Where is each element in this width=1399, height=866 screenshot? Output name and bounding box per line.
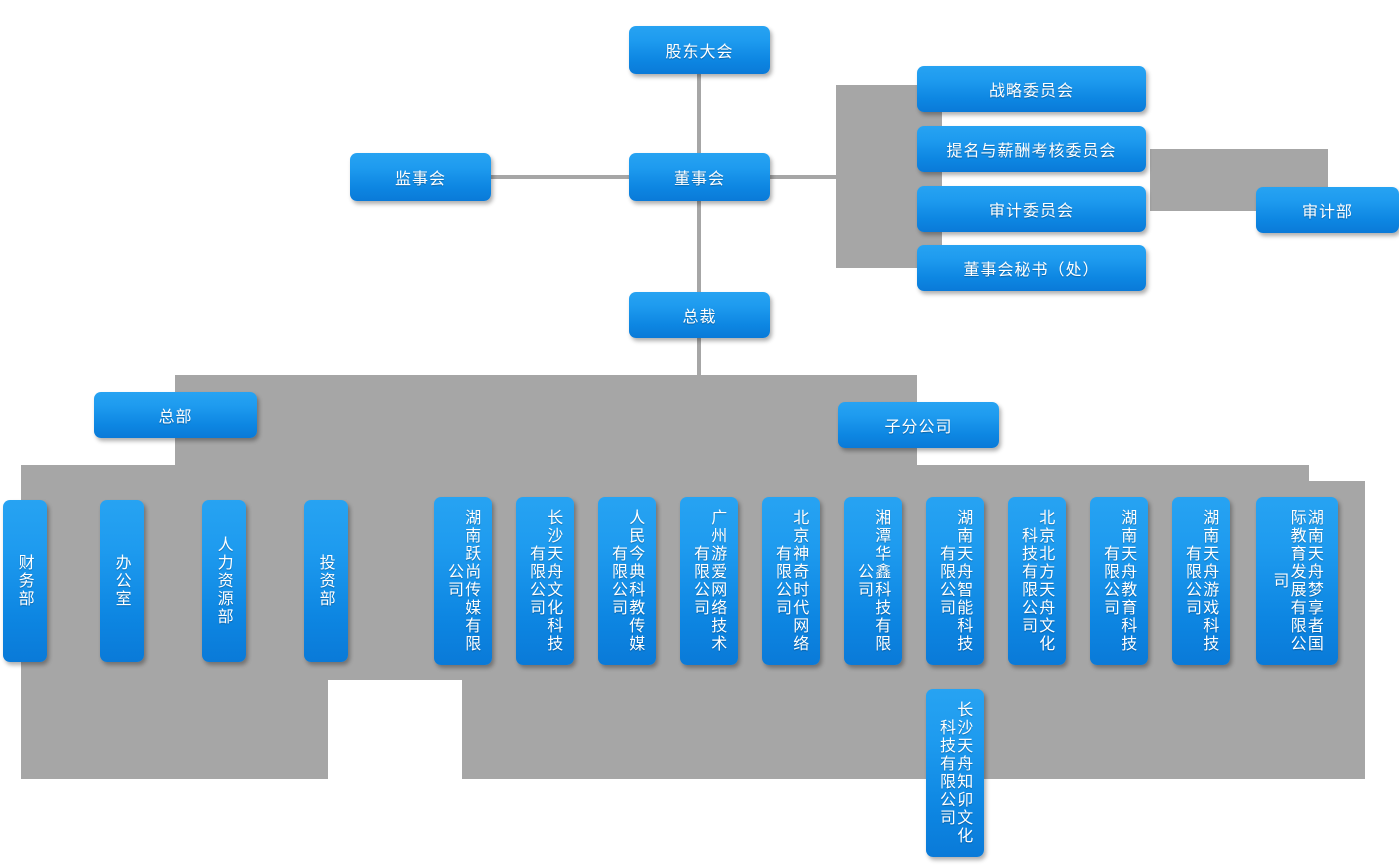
node-label: 总裁 — [682, 307, 717, 326]
node-label: 湘潭华鑫科技有限公司 — [855, 509, 892, 653]
node-subsidiary-renmin-jindian-media[interactable]: 人民今典科教传媒有限公司 — [598, 497, 656, 665]
committee-spine-shape — [836, 85, 942, 268]
node-board-secretary-office[interactable]: 董事会秘书（处） — [917, 245, 1146, 291]
node-label: 提名与薪酬考核委员会 — [946, 141, 1117, 160]
node-subsidiary-hunan-tianzhou-game-tech[interactable]: 湖南天舟游戏科技有限公司 — [1172, 497, 1230, 665]
node-label: 长沙天舟知卯文化科技有限公司 — [937, 701, 974, 845]
node-subsidiary-hunan-tianzhou-mengxiangzhe-intl-education[interactable]: 湖南天舟梦享者国际教育发展有限公司 — [1256, 497, 1338, 665]
node-headquarters[interactable]: 总部 — [94, 392, 257, 438]
node-label: 湖南天舟梦享者国际教育发展有限公司 — [1270, 509, 1324, 653]
departments-band-notch — [328, 680, 462, 782]
node-label: 股东大会 — [665, 42, 734, 61]
node-committee-nomination-compensation[interactable]: 提名与薪酬考核委员会 — [917, 126, 1146, 172]
node-label: 办公室 — [112, 554, 132, 608]
node-committee-audit[interactable]: 审计委员会 — [917, 186, 1146, 232]
node-dept-human-resources[interactable]: 人力资源部 — [202, 500, 246, 662]
node-subsidiary-guangzhou-youai-network[interactable]: 广州游爱网络技术有限公司 — [680, 497, 738, 665]
connector-board-to-committees — [769, 175, 839, 179]
connector-president-to-groups — [697, 338, 701, 378]
node-label: 子分公司 — [884, 417, 953, 436]
node-dept-investment[interactable]: 投资部 — [304, 500, 348, 662]
node-label: 北京北方天舟文化科技有限公司 — [1019, 509, 1056, 653]
node-label: 人民今典科教传媒有限公司 — [609, 509, 646, 653]
node-shareholders-meeting[interactable]: 股东大会 — [629, 26, 770, 74]
node-label: 湖南天舟游戏科技有限公司 — [1183, 509, 1220, 653]
node-label: 董事会秘书（处） — [963, 260, 1100, 279]
node-dept-finance[interactable]: 财务部 — [3, 500, 47, 662]
node-subsidiary-hunan-yueshang-media[interactable]: 湖南跃尚传媒有限公司 — [434, 497, 492, 665]
node-label: 湖南天舟教育科技有限公司 — [1101, 509, 1138, 653]
node-label: 湖南跃尚传媒有限公司 — [445, 509, 482, 653]
node-label: 总部 — [158, 407, 193, 426]
node-subsidiary-hunan-tianzhou-intelligent-tech[interactable]: 湖南天舟智能科技有限公司 — [926, 497, 984, 665]
connector-shareholders-to-board — [697, 74, 701, 177]
node-label: 董事会 — [673, 169, 725, 188]
node-board-of-supervisors[interactable]: 监事会 — [350, 153, 491, 201]
node-label: 战略委员会 — [988, 81, 1074, 100]
node-dept-office[interactable]: 办公室 — [100, 500, 144, 662]
node-label: 湖南天舟智能科技有限公司 — [937, 509, 974, 653]
connector-supervisors-to-board — [491, 175, 630, 179]
node-label: 广州游爱网络技术有限公司 — [691, 509, 728, 653]
node-board-of-directors[interactable]: 董事会 — [629, 153, 770, 201]
node-label: 审计部 — [1301, 202, 1353, 221]
node-subsidiary-changsha-tianzhou-zhimao-culture-tech[interactable]: 长沙天舟知卯文化科技有限公司 — [926, 689, 984, 857]
node-committee-strategy[interactable]: 战略委员会 — [917, 66, 1146, 112]
node-label: 长沙天舟文化科技有限公司 — [527, 509, 564, 653]
node-subsidiary-beijing-beifang-tianzhou-culture-tech[interactable]: 北京北方天舟文化科技有限公司 — [1008, 497, 1066, 665]
node-subsidiary-changsha-tianzhou-culture-tech[interactable]: 长沙天舟文化科技有限公司 — [516, 497, 574, 665]
node-subsidiaries[interactable]: 子分公司 — [838, 402, 999, 448]
group-band-shape — [175, 375, 917, 467]
node-label: 人力资源部 — [214, 536, 234, 626]
node-label: 财务部 — [15, 554, 35, 608]
node-label: 审计委员会 — [988, 201, 1074, 220]
node-subsidiary-xiangtan-huaxin-tech[interactable]: 湘潭华鑫科技有限公司 — [844, 497, 902, 665]
node-label: 北京神奇时代网络有限公司 — [773, 509, 810, 653]
node-label: 投资部 — [316, 554, 336, 608]
connector-board-to-president — [697, 200, 701, 292]
node-label: 监事会 — [394, 169, 446, 188]
node-audit-department[interactable]: 审计部 — [1256, 187, 1399, 233]
node-subsidiary-hunan-tianzhou-education-tech[interactable]: 湖南天舟教育科技有限公司 — [1090, 497, 1148, 665]
node-president[interactable]: 总裁 — [629, 292, 770, 338]
node-subsidiary-beijing-shenqi-shidai-network[interactable]: 北京神奇时代网络有限公司 — [762, 497, 820, 665]
